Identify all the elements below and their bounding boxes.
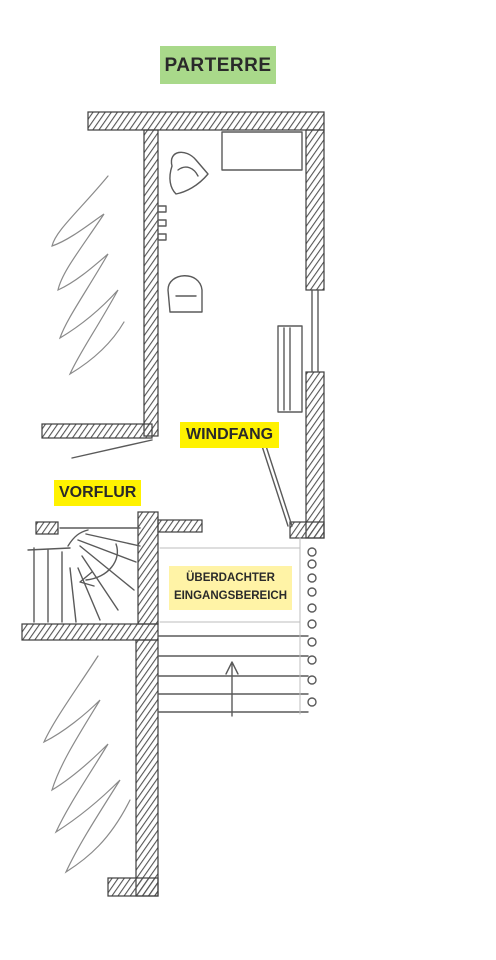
chair-icon	[169, 151, 209, 195]
wall-stair-bottom	[21, 623, 159, 641]
cabinet	[277, 325, 303, 413]
wall-stair-stub	[157, 519, 203, 533]
entrance-label-line2: Eingangsbereich	[173, 589, 288, 602]
entrance-label: Überdachter Eingangsbereich	[169, 566, 292, 610]
shelf-items	[157, 205, 167, 241]
staircase	[27, 527, 141, 623]
entrance-label-line1: Überdachter	[186, 572, 275, 584]
stair-direction-arrow-icon	[79, 543, 119, 587]
wall-bottom-left	[41, 423, 153, 439]
wall-bottom-end	[107, 877, 159, 897]
door-swing-line	[71, 439, 153, 459]
greenery-scribble-lower	[42, 655, 131, 874]
wall-windfang-bottom	[289, 521, 325, 539]
walls	[21, 111, 325, 897]
up-arrow-icon	[225, 661, 239, 717]
vorflur-label: Vorflur	[54, 480, 142, 506]
roof-outline	[159, 537, 301, 715]
wall-lower-spine	[135, 639, 159, 897]
armchair-icon	[167, 275, 203, 313]
wall-left-room	[143, 129, 159, 437]
furniture-top	[221, 131, 303, 171]
entrance-steps	[157, 635, 309, 713]
greenery-scribble-upper	[51, 175, 125, 376]
wall-stair-small	[35, 521, 59, 535]
window-right	[311, 289, 319, 373]
windfang-label: Windfang	[180, 422, 280, 448]
columns	[307, 547, 317, 707]
wall-right-upper	[305, 129, 325, 291]
wall-top	[87, 111, 325, 131]
page-title: Parterre	[160, 46, 276, 84]
wall-right-lower	[305, 371, 325, 539]
wall-stair-top	[137, 511, 159, 625]
windfang-wall	[261, 445, 293, 527]
